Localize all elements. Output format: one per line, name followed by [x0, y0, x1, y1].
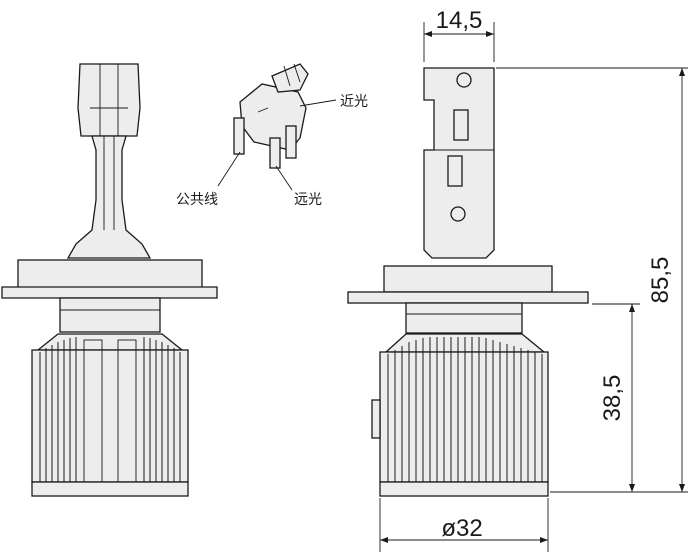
label-low-beam: 近光 [340, 94, 368, 110]
dim-width-top-value: 14,5 [436, 7, 483, 34]
dimension-height-total: 85,5 [496, 67, 688, 493]
dimension-width-top: 14,5 [423, 7, 495, 62]
side-heatsink-fins [387, 337, 543, 482]
side-base-ring [383, 265, 553, 293]
side-flange [347, 291, 589, 304]
connector-pin-high [269, 137, 281, 169]
side-screw-top [456, 72, 472, 88]
dimension-height-lower: 38,5 [592, 303, 640, 492]
side-screw-bottom [450, 206, 466, 222]
connector-pin-common [233, 117, 245, 155]
front-heatsink-fins [39, 337, 181, 483]
dim-diameter-value: ø32 [441, 515, 482, 542]
label-high-beam: 远光 [294, 192, 322, 208]
front-base-ring [17, 259, 203, 289]
connector-plug [271, 63, 309, 93]
dim-height-total-value: 85,5 [647, 257, 674, 304]
front-mount-top [77, 63, 141, 137]
dim-height-lower-value: 38,5 [599, 375, 626, 422]
connector-pin-low [285, 125, 297, 159]
side-view [347, 67, 589, 497]
front-view [1, 63, 218, 497]
front-bottom-cap [31, 481, 189, 497]
front-heatsink-neck [36, 333, 184, 351]
dimension-diameter: ø32 [379, 498, 549, 552]
side-bottom-cap [379, 481, 549, 497]
front-heatsink [31, 349, 189, 483]
connector-view: 近光 公共线 远光 [176, 63, 368, 208]
label-common: 公共线 [176, 192, 218, 208]
front-flange [1, 286, 218, 299]
front-stem [66, 135, 152, 259]
side-heatsink [379, 351, 549, 483]
